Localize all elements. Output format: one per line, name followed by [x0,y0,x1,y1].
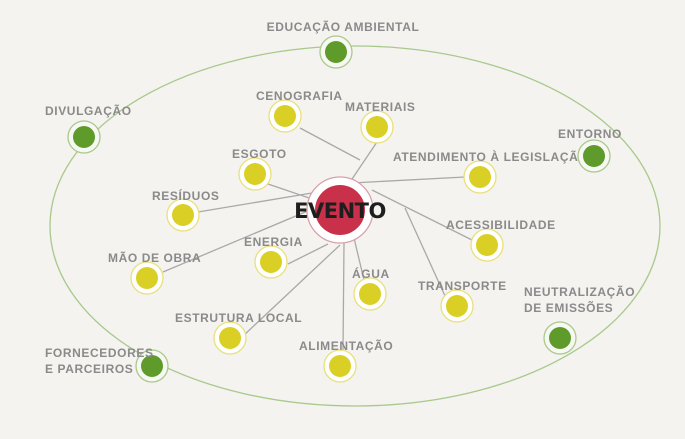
inner-node-label: ESGOTO [232,147,287,161]
inner-node-dot [136,267,158,289]
inner-node-label: ATENDIMENTO À LEGISLAÇÃO [393,149,588,164]
inner-node-label: ENERGIA [244,235,303,249]
inner-node-materiais: MATERIAIS [345,100,416,144]
inner-node-label: RESÍDUOS [152,188,219,203]
outer-node-label: EDUCAÇÃO AMBIENTAL [267,19,420,34]
connector-agua [353,237,365,281]
outer-nodes: EDUCAÇÃO AMBIENTAL DIVULGAÇÃO ENTORNO NEUTR… [45,19,635,383]
inner-node-label: ACESSIBILIDADE [446,218,556,232]
center-node: EVENTO [294,176,386,244]
center-circle [315,185,365,235]
inner-node-dot [469,166,491,188]
outer-node-label: E PARCEIROS [45,362,133,376]
outer-node-entorno: ENTORNO [558,127,622,173]
connector-energia [287,243,329,265]
connectors [162,127,473,351]
inner-node-dot [446,295,468,317]
inner-node-atendimento: ATENDIMENTO À LEGISLAÇÃO [393,149,588,194]
inner-node-label: ESTRUTURA LOCAL [175,311,302,325]
inner-node-label: MÃO DE OBRA [108,250,201,265]
outer-node-dot [73,126,95,148]
outer-node-educacao-ambiental: EDUCAÇÃO AMBIENTAL [267,19,420,69]
inner-node-dot [476,234,498,256]
connector-atendimento [351,176,466,184]
connector-estrutura-local [242,244,341,337]
inner-node-dot [329,355,351,377]
inner-node-label: ÁGUA [352,266,390,281]
inner-node-dot [172,204,194,226]
outer-node-label: DIVULGAÇÃO [45,103,132,118]
outer-node-dot [325,41,347,63]
inner-node-agua: ÁGUA [352,266,390,311]
connector-alimentacao [342,242,345,351]
inner-node-dot [366,116,388,138]
outer-node-divulgacao: DIVULGAÇÃO [45,103,132,154]
outer-node-dot [141,355,163,377]
connector-esgoto [267,183,316,201]
inner-node-cenografia: CENOGRAFIA [256,89,343,133]
outer-node-label: ENTORNO [558,127,622,141]
outer-node-label: DE EMISSÕES [524,300,613,315]
inner-node-energia: ENERGIA [244,235,303,279]
inner-node-dot [244,163,266,185]
center-label: EVENTO [294,199,386,223]
inner-node-label: MATERIAIS [345,100,416,114]
outer-node-fornecedores: FORNECEDORES E PARCEIROS [45,346,169,383]
connector-transporte [404,207,446,297]
orbit-ellipse [49,45,661,407]
inner-node-mao-de-obra: MÃO DE OBRA [108,250,201,295]
connector-mao-de-obra [162,209,311,273]
outer-node-label: FORNECEDORES [45,346,154,360]
inner-node-acessibilidade: ACESSIBILIDADE [446,218,556,262]
inner-node-esgoto: ESGOTO [232,147,287,191]
inner-node-label: TRANSPORTE [418,279,507,293]
inner-node-label: CENOGRAFIA [256,89,343,103]
inner-node-dot [359,283,381,305]
connector-acessibilidade [371,189,473,241]
inner-node-transporte: TRANSPORTE [418,279,507,323]
outer-node-dot [583,145,605,167]
inner-node-residuos: RESÍDUOS [152,188,219,232]
inner-node-dot [274,105,296,127]
inner-node-alimentacao: ALIMENTAÇÃO [299,338,393,383]
outer-node-label: NEUTRALIZAÇÃO [524,284,635,299]
connector-cenografia [299,127,361,161]
inner-node-label: ALIMENTAÇÃO [299,338,393,353]
outer-node-dot [549,327,571,349]
inner-node-estrutura-local: ESTRUTURA LOCAL [175,311,302,355]
connector-residuos [197,191,319,213]
connector-materiais [349,141,378,183]
inner-node-dot [260,251,282,273]
inner-node-dot [219,327,241,349]
